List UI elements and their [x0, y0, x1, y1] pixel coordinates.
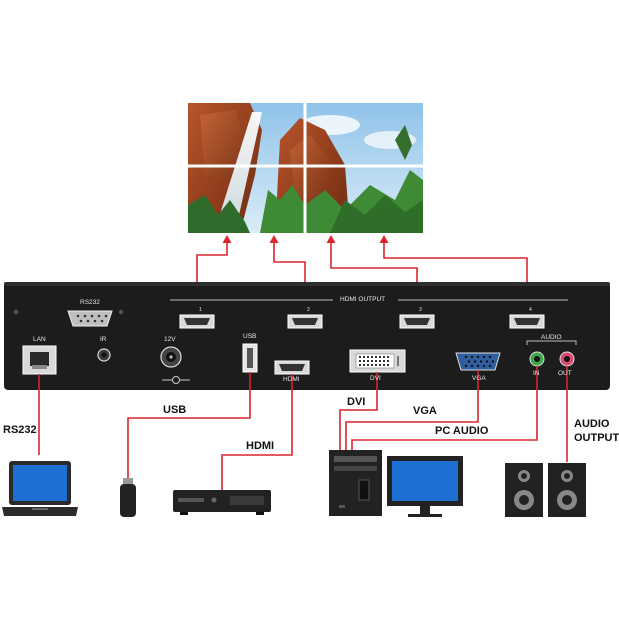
hdmi-output-port-4 [509, 314, 545, 329]
hdmi-input-label: HDMI [283, 376, 300, 383]
usb-port-label: USB [243, 333, 257, 340]
lan-port [22, 345, 57, 375]
usb-stick-icon [120, 478, 136, 517]
output-number-2: 2 [307, 307, 310, 313]
video-wall-icon [188, 103, 423, 233]
audio-out-jack [559, 351, 575, 367]
speaker-icon [548, 463, 586, 517]
monitor-icon [387, 456, 463, 517]
output-number-3: 3 [419, 307, 422, 313]
audio-in-label: IN [533, 370, 540, 377]
power-jack [160, 346, 190, 384]
audio-out-label: OUT [558, 370, 572, 377]
vga-port-label: VGA [472, 375, 486, 382]
dvi-port-label: DVI [370, 375, 381, 382]
lan-port-label: LAN [33, 336, 46, 343]
pc-tower-icon [329, 450, 382, 516]
output-number-1: 1 [199, 307, 202, 313]
rs232-port [67, 310, 113, 327]
usb-connection-label: USB [163, 404, 187, 416]
hdmi-output-port-2 [287, 314, 323, 329]
cable-arrows [222, 235, 389, 243]
cable-usb [127, 372, 251, 478]
cable-hdmi [221, 374, 293, 490]
processor-device [4, 282, 610, 390]
rs232-port-label: RS232 [80, 299, 100, 306]
audio-in-jack [529, 351, 545, 367]
cable-pc-audio [351, 366, 538, 450]
dvi-port [349, 349, 406, 373]
pc-audio-connection-label: PC AUDIO [435, 425, 489, 437]
cable-vga [345, 370, 479, 450]
usb-port [242, 343, 258, 373]
hdmi-output-label: HDMI OUTPUT [340, 296, 386, 303]
output-number-4: 4 [529, 307, 532, 313]
power-label: 12V [164, 336, 176, 343]
vga-port [455, 352, 501, 371]
hdmi-output-port-1 [179, 314, 215, 329]
hdmi-input-port [274, 360, 310, 375]
hdmi-connection-label: HDMI [246, 440, 275, 452]
ir-label: IR [100, 336, 107, 343]
hdmi-output-ports [179, 314, 545, 329]
speaker-icon [505, 463, 543, 517]
input-cables [38, 366, 568, 490]
ir-sensor [97, 348, 111, 362]
dvi-connection-label: DVI [347, 396, 366, 408]
audio-output-label-line1: AUDIO [574, 418, 610, 430]
cable-dvi [339, 372, 378, 450]
audio-label: AUDIO [541, 334, 562, 341]
rs232-connection-label: RS232 [3, 424, 37, 436]
audio-output-label-line2: OUTPUT [574, 432, 619, 444]
media-player-icon [173, 490, 271, 515]
hdmi-output-port-3 [399, 314, 435, 329]
vga-connection-label: VGA [413, 405, 437, 417]
laptop-icon [2, 461, 78, 516]
